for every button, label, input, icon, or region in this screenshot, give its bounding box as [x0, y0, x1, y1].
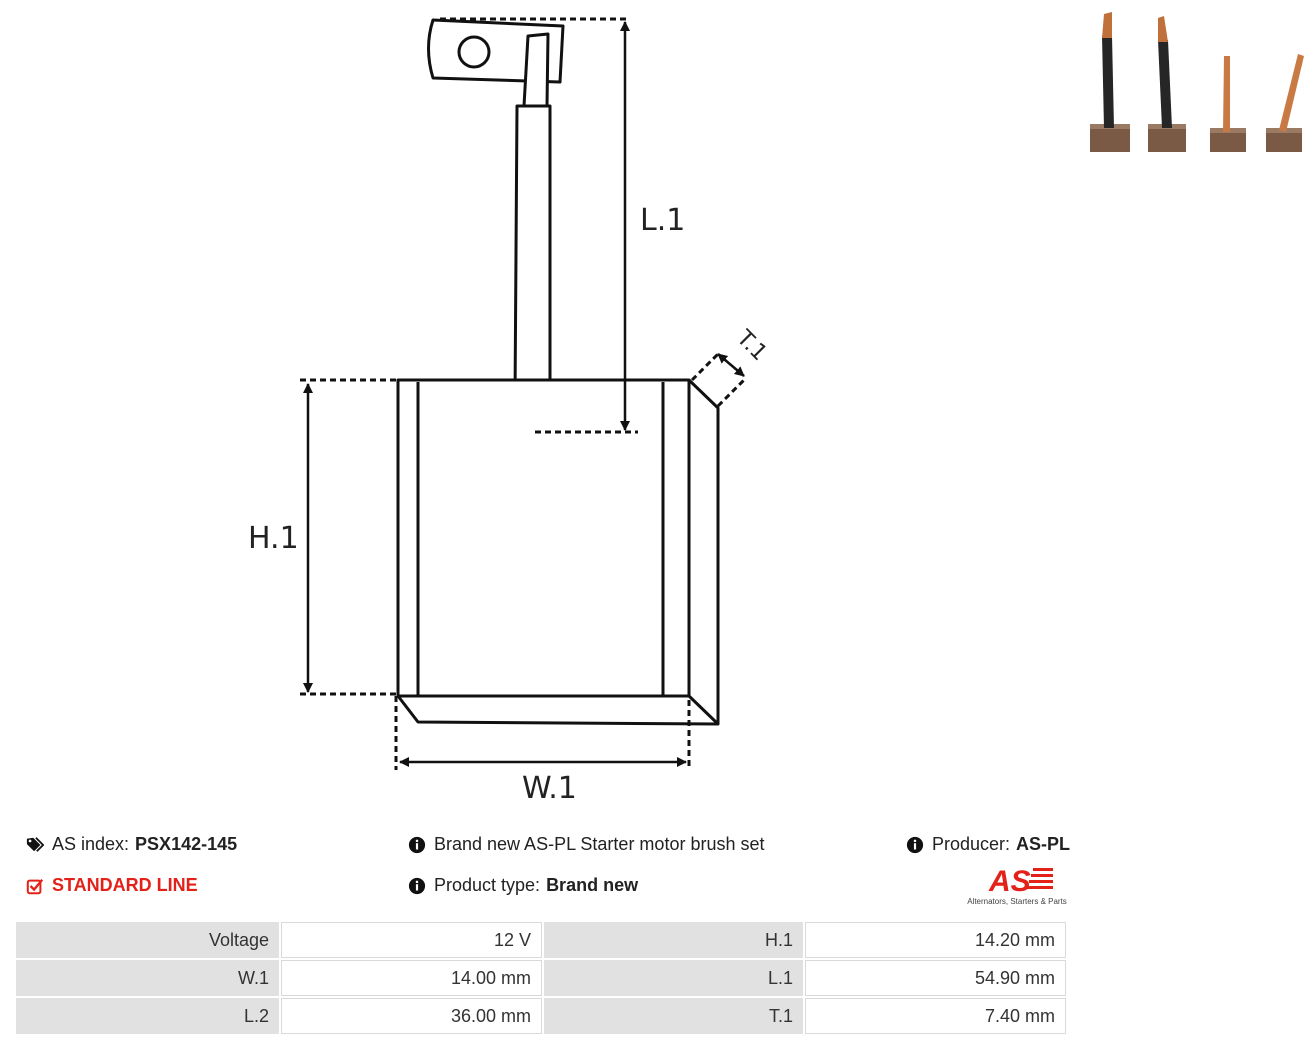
dimension-label-w1: W.1	[522, 771, 577, 806]
brand-tagline: Alternators, Starters & Parts	[967, 897, 1067, 906]
spec-key: Voltage	[16, 922, 280, 958]
dimension-label-h1: H.1	[248, 521, 299, 556]
as-logo-icon: AS	[988, 865, 1053, 898]
tags-icon	[26, 836, 44, 852]
description-row: Brand new AS-PL Starter motor brush set	[408, 834, 765, 855]
table-row: L.2 36.00 mm T.1 7.40 mm	[16, 998, 1066, 1034]
producer-value: AS-PL	[1016, 834, 1071, 854]
as-index-value: PSX142-145	[135, 834, 238, 854]
dimension-label-l1: L.1	[640, 203, 685, 238]
spec-key: H.1	[544, 922, 803, 958]
spec-key: T.1	[544, 998, 803, 1034]
dimension-label-t1: T.1	[731, 325, 772, 366]
brush-dimension-diagram: L.1 H.1 W.1 T.1	[248, 17, 772, 806]
info-icon	[408, 877, 426, 894]
info-icon	[408, 836, 426, 853]
spec-value: 14.00 mm	[281, 960, 543, 996]
info-icon	[906, 836, 924, 853]
checkbox-checked-icon	[26, 878, 44, 894]
brush-set-photo[interactable]	[1080, 6, 1310, 156]
specs-table: Voltage 12 V H.1 14.20 mm W.1 14.00 mm L…	[14, 920, 1068, 1036]
product-type-label: Product type:	[434, 875, 541, 895]
product-type-value: Brand new	[546, 875, 639, 895]
table-row: Voltage 12 V H.1 14.20 mm	[16, 922, 1066, 958]
product-line-row: STANDARD LINE	[26, 875, 198, 896]
spec-value: 54.90 mm	[804, 960, 1066, 996]
spec-key: L.2	[16, 998, 280, 1034]
as-index-row: AS index: PSX142-145	[26, 834, 237, 855]
as-pl-logo[interactable]: AS Alternators, Starters & Parts	[962, 864, 1072, 906]
spec-value: 36.00 mm	[281, 998, 543, 1034]
as-index-label: AS index:	[52, 834, 130, 854]
product-line-label: STANDARD LINE	[52, 875, 198, 895]
svg-text:AS: AS	[988, 865, 1031, 894]
spec-value: 14.20 mm	[804, 922, 1066, 958]
product-description: Brand new AS-PL Starter motor brush set	[434, 834, 765, 854]
producer-row: Producer: AS-PL	[906, 834, 1070, 855]
spec-value: 12 V	[281, 922, 543, 958]
spec-key: L.1	[544, 960, 803, 996]
spec-value: 7.40 mm	[804, 998, 1066, 1034]
producer-label: Producer:	[932, 834, 1011, 854]
table-row: W.1 14.00 mm L.1 54.90 mm	[16, 960, 1066, 996]
product-type-row: Product type: Brand new	[408, 875, 638, 896]
spec-key: W.1	[16, 960, 280, 996]
